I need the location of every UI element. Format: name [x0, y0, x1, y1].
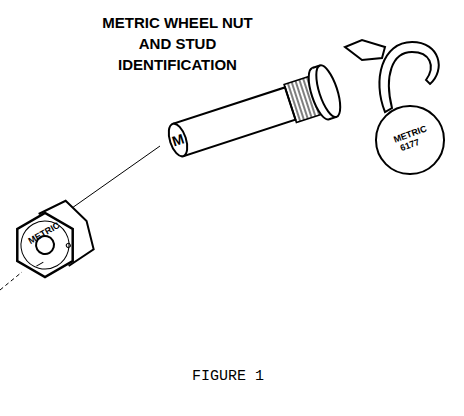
- callout-tail: [379, 42, 438, 112]
- callout-arrow: [345, 40, 385, 60]
- wheel-stud: [162, 63, 345, 168]
- figure-caption: FIGURE 1: [192, 368, 264, 385]
- axis-line: [0, 272, 22, 290]
- wheel-nut: [2, 195, 101, 287]
- callout-balloon: METRIC6177: [375, 105, 444, 174]
- axis-line: [72, 146, 160, 208]
- figure-title: METRIC WHEEL NUT AND STUD IDENTIFICATION: [85, 12, 270, 75]
